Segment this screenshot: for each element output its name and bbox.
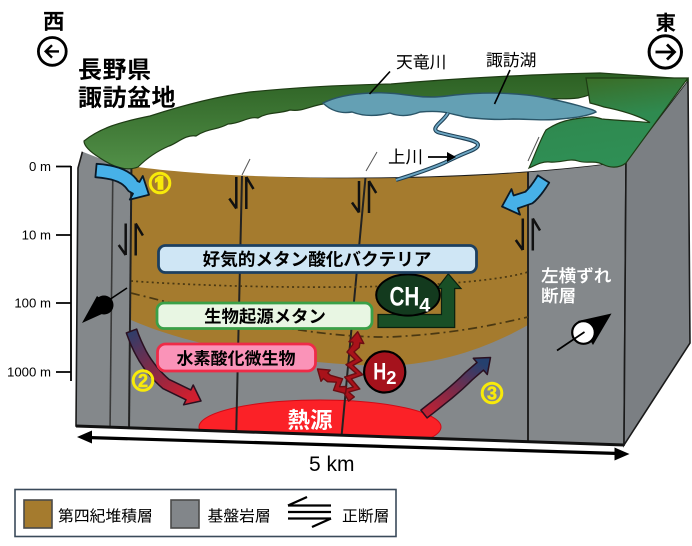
svg-text:H: H [373,359,386,386]
svg-text:3: 3 [487,384,497,404]
svg-text:CH: CH [390,282,420,312]
svg-text:10 m: 10 m [22,228,51,243]
svg-text:2: 2 [138,371,148,391]
svg-text:0 m: 0 m [29,159,51,174]
svg-text:5 km: 5 km [309,453,355,476]
svg-text:1000 m: 1000 m [7,365,51,380]
svg-text:2: 2 [386,368,396,388]
svg-text:4: 4 [419,295,430,317]
svg-text:100 m: 100 m [14,296,51,311]
